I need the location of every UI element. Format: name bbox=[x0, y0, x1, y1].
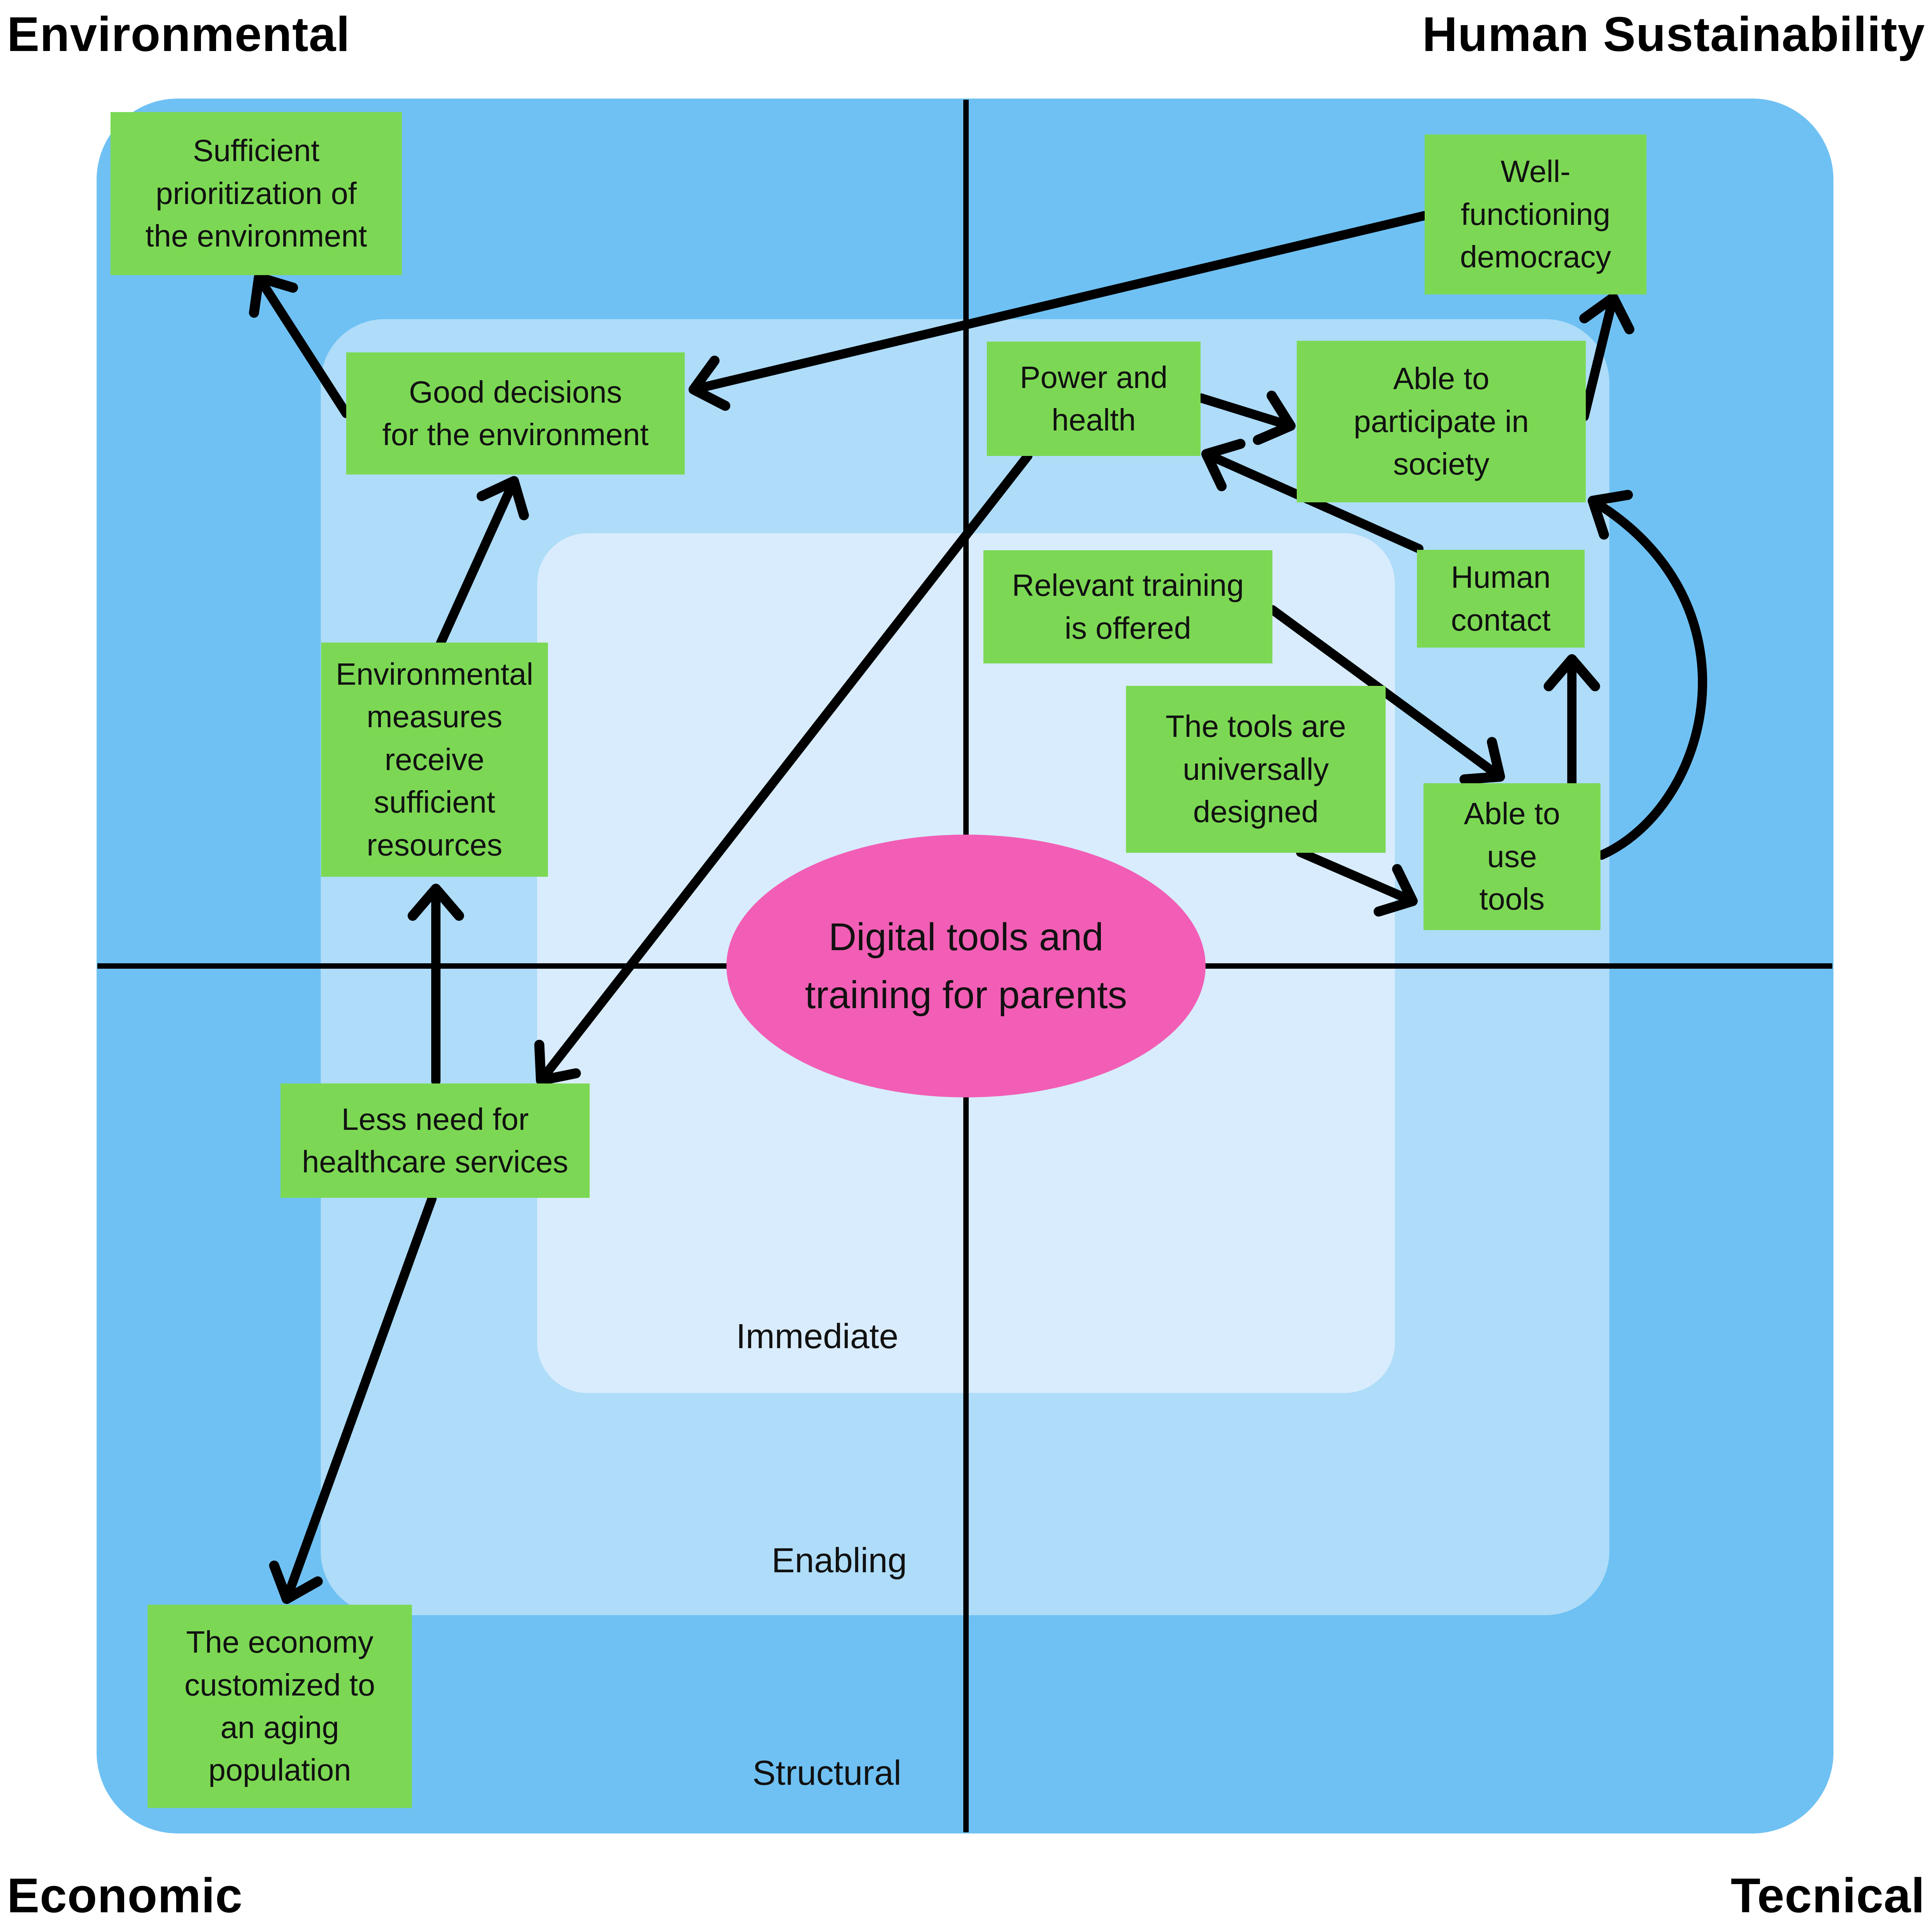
node-able-to-participate: Able to participate in society bbox=[1297, 341, 1586, 502]
node-relevant-training: Relevant training is offered bbox=[983, 550, 1272, 663]
edge-participate-to-democracy bbox=[1579, 293, 1634, 421]
node-human-contact: Human contact bbox=[1417, 550, 1585, 648]
quadrant-label-environmental: Environmental bbox=[7, 7, 350, 61]
node-sufficient-prioritization: Sufficient prioritization of the environ… bbox=[111, 112, 402, 275]
node-power-and-health: Power and health bbox=[987, 342, 1201, 456]
quadrant-label-economic: Economic bbox=[7, 1868, 243, 1923]
ring-label-structural: Structural bbox=[752, 1754, 901, 1793]
edge-less-need-to-economy bbox=[269, 1194, 437, 1604]
edge-power-health-to-participate bbox=[1196, 390, 1296, 445]
node-well-functioning-democracy: Well- functioning democracy bbox=[1425, 134, 1646, 294]
node-able-to-use-tools: Able to use tools bbox=[1423, 783, 1600, 930]
node-good-decisions-environment: Good decisions for the environment bbox=[346, 352, 685, 474]
quadrant-label-tecnical: Tecnical bbox=[1731, 1868, 1925, 1923]
node-environmental-measures: Environmental measures receive sufficien… bbox=[321, 643, 548, 877]
edge-democracy-to-good-decisions bbox=[689, 211, 1429, 411]
ring-label-immediate: Immediate bbox=[736, 1317, 899, 1356]
edge-good-decisions-to-sufficient-prioritization bbox=[249, 272, 351, 418]
edge-environmental-measures-to-good-decisions bbox=[436, 476, 529, 648]
edge-power-health-to-less-need bbox=[534, 451, 1032, 1085]
edge-tools-designed-to-use-tools bbox=[1296, 848, 1418, 917]
edge-relevant-training-to-use-tools bbox=[1268, 605, 1505, 784]
ring-label-enabling: Enabling bbox=[771, 1541, 907, 1580]
node-tools-universally-designed: The tools are universally designed bbox=[1126, 686, 1386, 853]
node-economy-aging-population: The economy customized to an aging popul… bbox=[148, 1605, 412, 1808]
edge-use-tools-to-participate bbox=[1588, 490, 1708, 860]
quadrant-label-human-sustainability: Human Sustainability bbox=[1422, 7, 1925, 61]
node-less-need-healthcare: Less need for healthcare services bbox=[281, 1083, 590, 1198]
center-topic-ellipse: Digital tools and training for parents bbox=[726, 835, 1206, 1097]
